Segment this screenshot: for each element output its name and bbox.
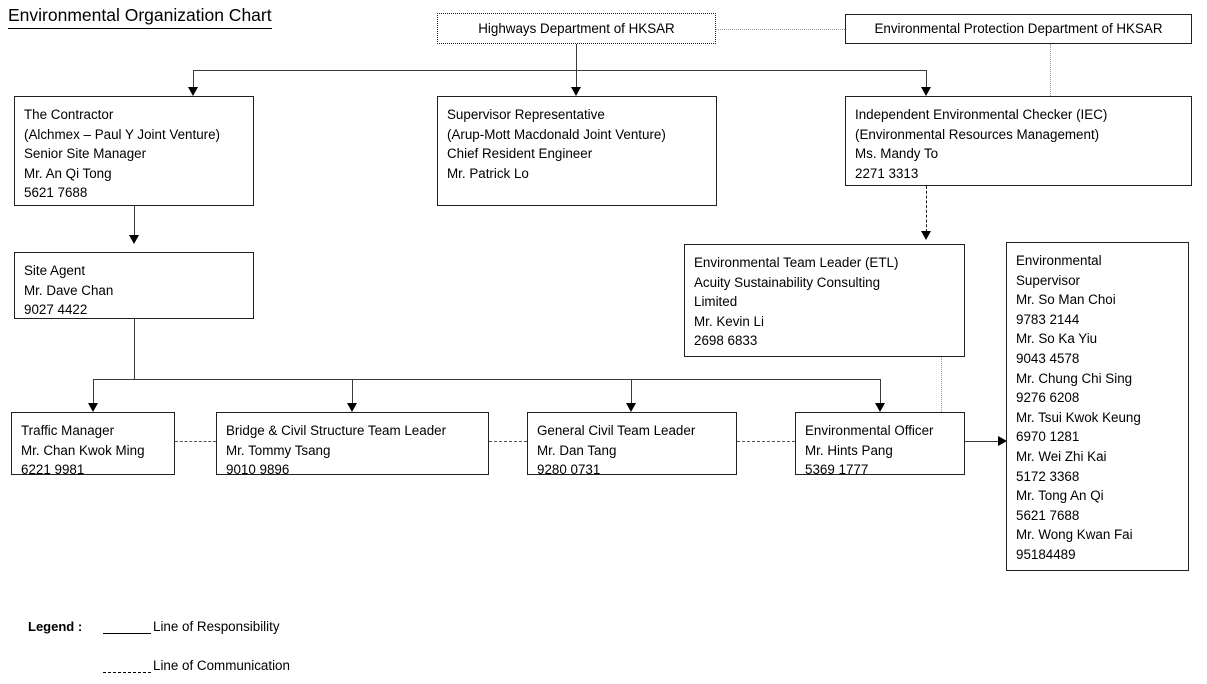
box-site-agent[interactable]: Site Agent Mr. Dave Chan 9027 4422: [14, 252, 254, 319]
box-env-supervisor-line-5: 9043 4578: [1016, 350, 1080, 366]
box-iec-line-3: 2271 3313: [855, 165, 919, 181]
box-supervisor-rep-line-3: Mr. Patrick Lo: [447, 165, 529, 181]
box-supervisor-representative[interactable]: Supervisor Representative (Arup-Mott Mac…: [437, 96, 717, 206]
connector-epd-to-iec: [1050, 44, 1051, 96]
legend-solid-line-sample: [103, 633, 151, 634]
box-environmental-team-leader[interactable]: Environmental Team Leader (ETL) Acuity S…: [684, 244, 965, 357]
box-env-officer-line-2: 5369 1777: [805, 462, 869, 478]
connector-etl-to-environmental-officer: [941, 357, 942, 416]
box-site-agent-line-2: 9027 4422: [24, 302, 88, 318]
arrow-to-traffic-manager-icon: [88, 403, 98, 412]
connector-bus-to-traffic-manager: [93, 379, 94, 404]
box-general-civil-team-leader[interactable]: General Civil Team Leader Mr. Dan Tang 9…: [527, 412, 737, 477]
box-general-civil-line-2: 9280 0731: [537, 462, 601, 478]
box-env-supervisor-line-0: Environmental: [1016, 253, 1102, 268]
box-env-supervisor-line-6: Mr. Chung Chi Sing: [1016, 370, 1133, 386]
box-traffic-manager-line-2: 6221 9981: [21, 462, 85, 478]
connector-bus-to-bridge-civil: [352, 379, 353, 404]
arrow-to-etl-icon: [921, 231, 931, 240]
box-etl-line-0: Environmental Team Leader (ETL): [694, 255, 899, 270]
box-etl-line-1: Acuity Sustainability Consulting: [694, 274, 881, 290]
arrow-to-contractor-icon: [188, 87, 198, 96]
connector-highways-stem: [576, 44, 577, 71]
box-env-supervisor-line-15: 95184489: [1016, 546, 1076, 562]
box-highways-department[interactable]: Highways Department of HKSAR: [437, 13, 716, 44]
box-epd-line-0: Environmental Protection Department of H…: [874, 21, 1163, 37]
box-site-agent-line-1: Mr. Dave Chan: [24, 282, 114, 298]
legend-dashed-line-sample: [103, 672, 151, 673]
box-the-contractor[interactable]: The Contractor (Alchmex – Paul Y Joint V…: [14, 96, 254, 206]
box-env-officer-line-0: Environmental Officer: [805, 423, 934, 438]
box-environmental-supervisor[interactable]: Environmental Supervisor Mr. So Man Choi…: [1006, 242, 1189, 571]
box-traffic-manager[interactable]: Traffic Manager Mr. Chan Kwok Ming 6221 …: [11, 412, 175, 477]
page-title: Environmental Organization Chart: [8, 4, 272, 29]
box-env-supervisor-line-3: 9783 2144: [1016, 311, 1080, 327]
box-iec-line-1: (Environmental Resources Management): [855, 126, 1100, 142]
box-traffic-manager-line-1: Mr. Chan Kwok Ming: [21, 442, 145, 458]
connector-general-to-environmental-officer: [737, 441, 795, 442]
box-env-supervisor-line-9: 6970 1281: [1016, 429, 1080, 445]
connector-bus-to-general-civil: [631, 379, 632, 404]
box-environmental-officer[interactable]: Environmental Officer Mr. Hints Pang 536…: [795, 412, 965, 477]
box-contractor-line-2: Senior Site Manager: [24, 146, 147, 162]
box-env-supervisor-line-10: Mr. Wei Zhi Kai: [1016, 448, 1107, 464]
connector-top-bus: [193, 70, 927, 71]
box-contractor-line-0: The Contractor: [24, 107, 114, 122]
connector-iec-to-etl: [926, 186, 927, 232]
connector-site-agent-stem: [134, 319, 135, 379]
box-bridge-civil-structure-team-leader[interactable]: Bridge & Civil Structure Team Leader Mr.…: [216, 412, 489, 477]
connector-officer-to-supervisor: [965, 441, 1001, 442]
box-contractor-line-3: Mr. An Qi Tong: [24, 165, 112, 181]
box-supervisor-rep-line-1: (Arup-Mott Macdonald Joint Venture): [447, 126, 666, 142]
arrow-to-site-agent-icon: [129, 235, 139, 244]
connector-bridge-to-general: [489, 441, 527, 442]
connector-bus-to-environmental-officer: [880, 379, 881, 404]
box-bridge-civil-line-0: Bridge & Civil Structure Team Leader: [226, 423, 447, 438]
box-env-supervisor-line-4: Mr. So Ka Yiu: [1016, 331, 1098, 347]
connector-bus-to-contractor: [193, 70, 194, 88]
connector-bus-to-iec: [926, 70, 927, 88]
connector-bottom-bus: [93, 379, 881, 380]
legend-responsibility-text: Line of Responsibility: [153, 619, 280, 634]
arrow-to-environmental-officer-icon: [875, 403, 885, 412]
box-env-supervisor-line-2: Mr. So Man Choi: [1016, 292, 1116, 308]
connector-contractor-to-site-agent: [134, 206, 135, 236]
box-supervisor-rep-line-2: Chief Resident Engineer: [447, 146, 593, 162]
box-bridge-civil-line-1: Mr. Tommy Tsang: [226, 442, 331, 458]
legend-label: Legend :: [28, 619, 83, 634]
box-bridge-civil-line-2: 9010 9896: [226, 462, 290, 478]
arrow-to-environmental-supervisor-icon: [998, 436, 1007, 446]
box-env-supervisor-line-7: 9276 6208: [1016, 390, 1080, 406]
box-env-supervisor-line-8: Mr. Tsui Kwok Keung: [1016, 409, 1141, 425]
box-etl-line-3: Mr. Kevin Li: [694, 313, 764, 329]
box-iec-line-2: Ms. Mandy To: [855, 146, 939, 162]
box-general-civil-line-1: Mr. Dan Tang: [537, 442, 617, 458]
box-env-supervisor-line-14: Mr. Wong Kwan Fai: [1016, 527, 1133, 543]
arrow-to-iec-icon: [921, 87, 931, 96]
box-site-agent-line-0: Site Agent: [24, 263, 86, 278]
box-independent-environmental-checker[interactable]: Independent Environmental Checker (IEC) …: [845, 96, 1192, 186]
arrow-to-supervisor-rep-icon: [571, 87, 581, 96]
box-etl-line-2: Limited: [694, 294, 738, 310]
box-contractor-line-4: 5621 7688: [24, 185, 88, 201]
box-traffic-manager-line-0: Traffic Manager: [21, 423, 115, 438]
legend-communication-text: Line of Communication: [153, 658, 290, 673]
arrow-to-bridge-civil-icon: [347, 403, 357, 412]
box-supervisor-rep-line-0: Supervisor Representative: [447, 107, 605, 122]
box-env-supervisor-line-13: 5621 7688: [1016, 507, 1080, 523]
box-contractor-line-1: (Alchmex – Paul Y Joint Venture): [24, 126, 221, 142]
box-iec-line-0: Independent Environmental Checker (IEC): [855, 107, 1108, 122]
connector-highways-to-epd: [716, 29, 845, 30]
box-general-civil-line-0: General Civil Team Leader: [537, 423, 696, 438]
box-highways-department-line-0: Highways Department of HKSAR: [478, 20, 675, 36]
box-env-supervisor-line-12: Mr. Tong An Qi: [1016, 488, 1104, 504]
box-environmental-protection-department[interactable]: Environmental Protection Department of H…: [845, 14, 1192, 44]
connector-bus-to-supervisor-rep: [576, 70, 577, 88]
box-env-supervisor-line-1: Supervisor: [1016, 272, 1081, 288]
box-env-officer-line-1: Mr. Hints Pang: [805, 442, 893, 458]
box-env-supervisor-line-11: 5172 3368: [1016, 468, 1080, 484]
box-etl-line-4: 2698 6833: [694, 333, 758, 349]
arrow-to-general-civil-icon: [626, 403, 636, 412]
connector-traffic-to-bridge: [175, 441, 216, 442]
